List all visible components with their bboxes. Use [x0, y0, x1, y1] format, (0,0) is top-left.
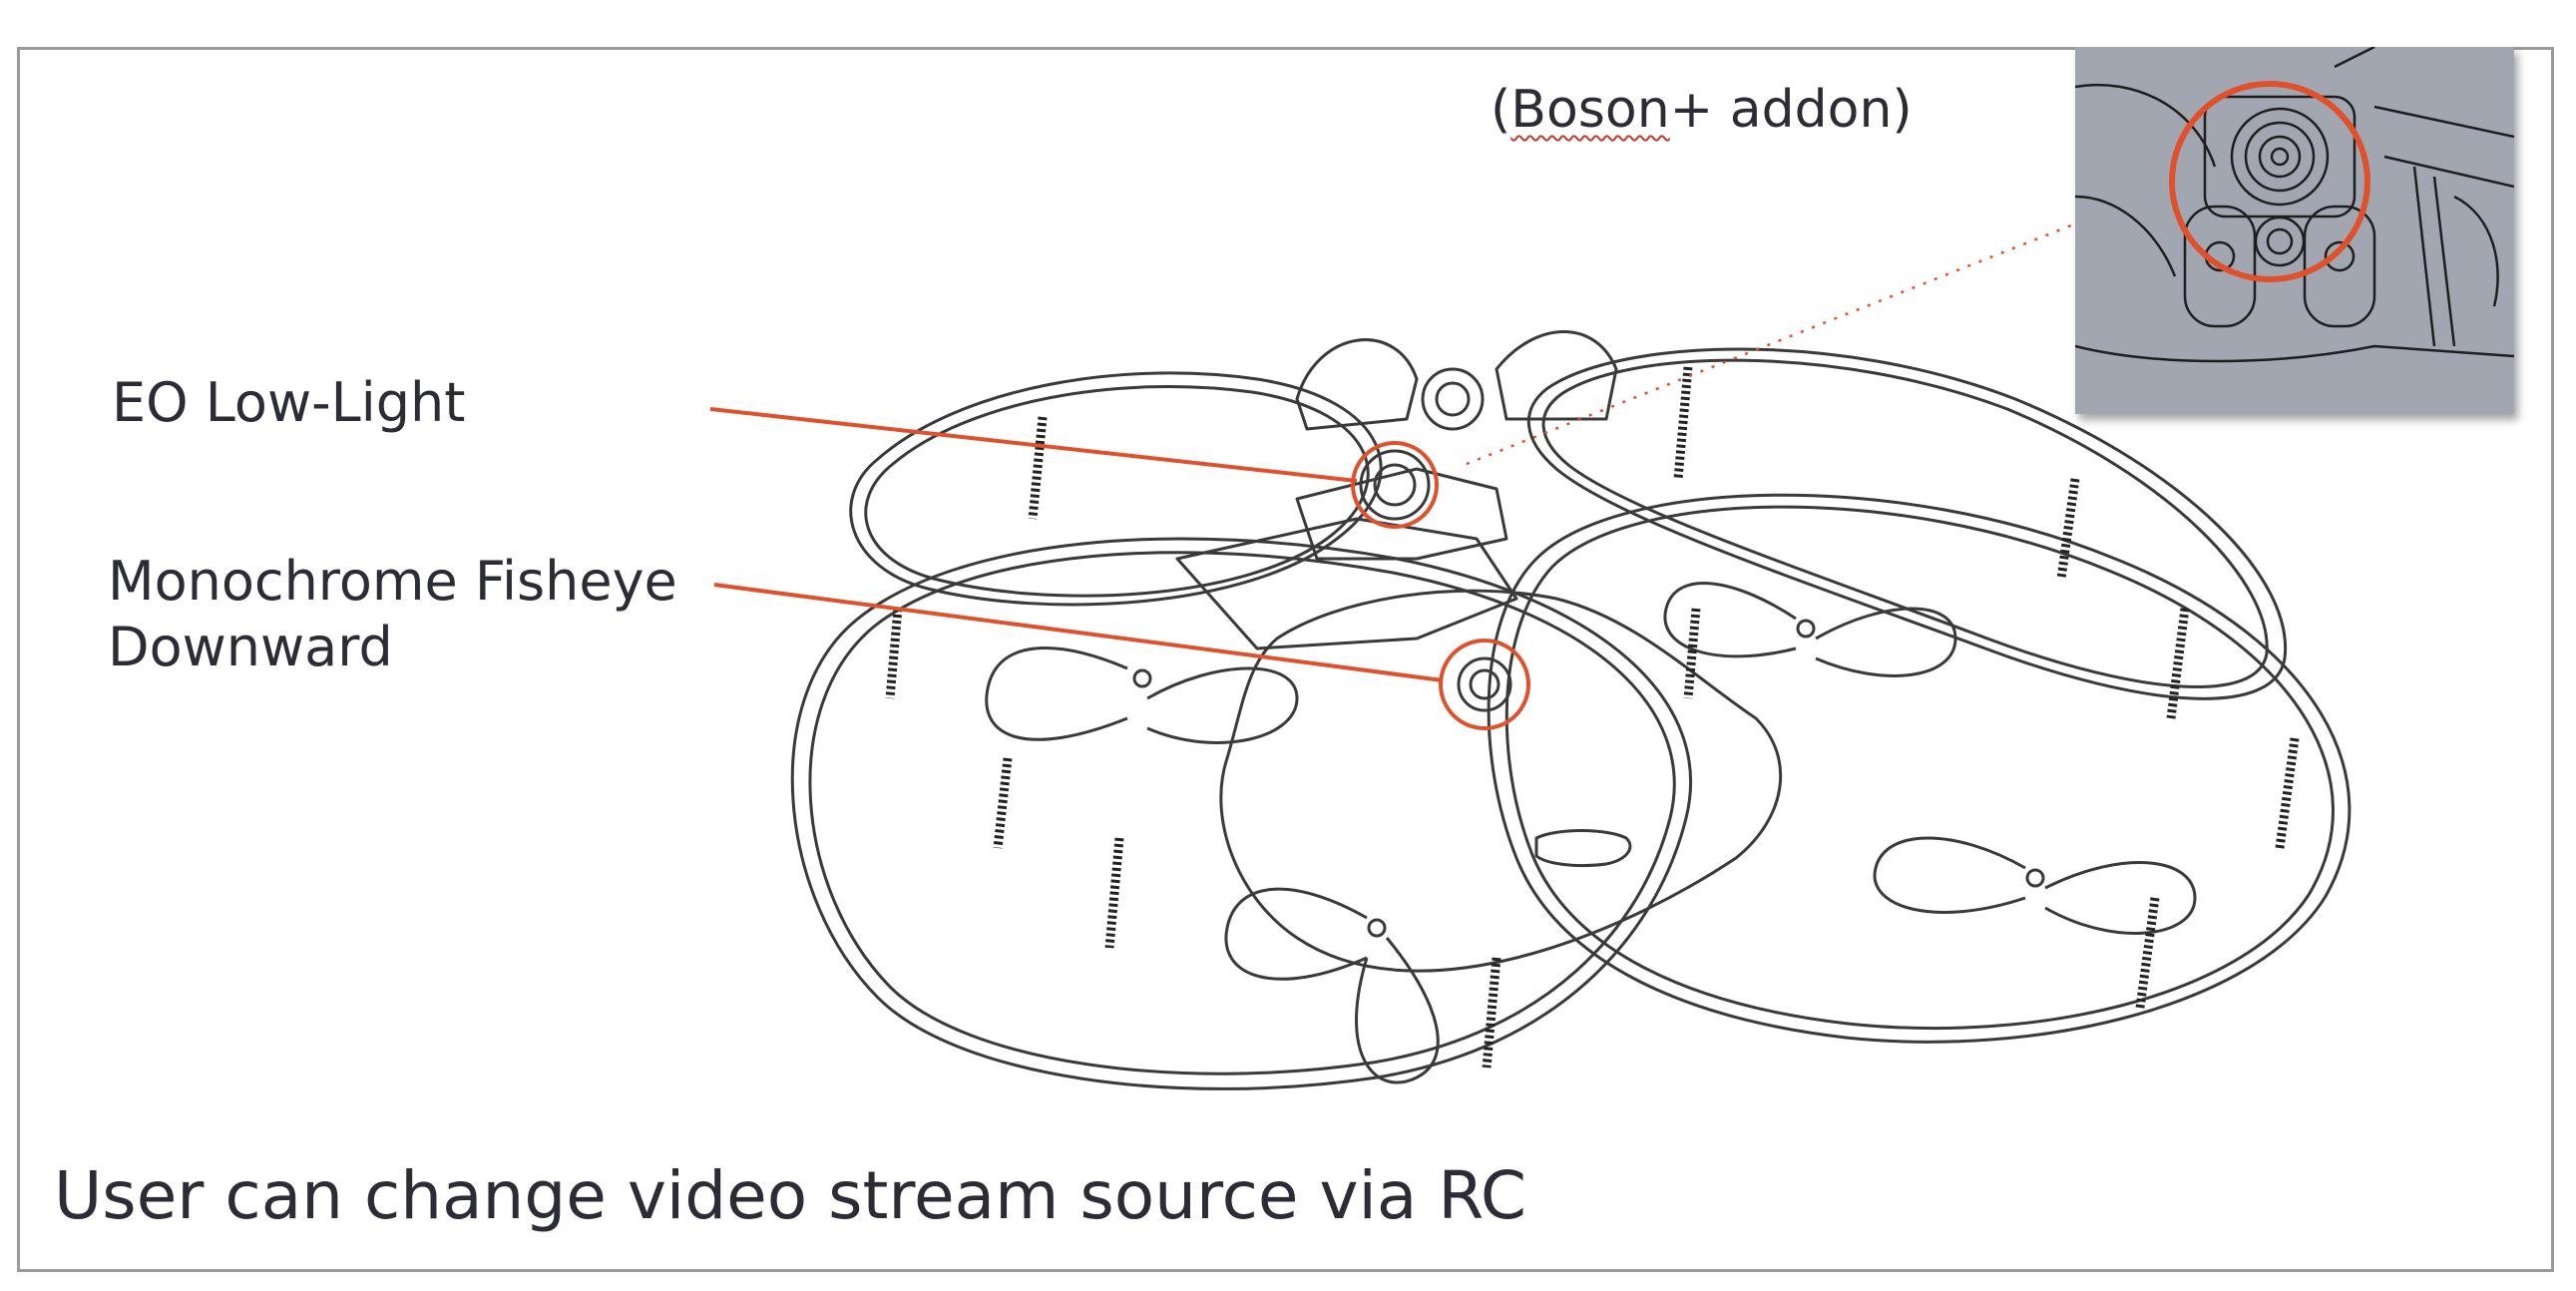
callout-line-mono [713, 583, 1444, 682]
inset-leader [1466, 183, 2176, 466]
label-mono-line2: Downward [108, 616, 393, 678]
label-boson-word: Boson [1510, 80, 1670, 140]
callout-line-eo [709, 407, 1358, 483]
label-boson-open: ( [1491, 80, 1511, 140]
prop-guard-front-right [1487, 493, 2352, 1044]
label-eo-low-light: EO Low-Light [112, 371, 466, 434]
prop-guard-back-right [1526, 347, 2288, 700]
label-boson-rest: + addon) [1669, 80, 1913, 140]
boson-camera-closeup-icon [2075, 47, 2514, 363]
body-plate [1219, 589, 1783, 973]
slide-frame [17, 47, 2554, 1272]
boson-inset [2075, 47, 2514, 414]
label-boson-addon: (Boson+ addon) [1491, 80, 1913, 140]
callout-circle-mono [1439, 639, 1530, 730]
callout-circle-eo [1351, 441, 1439, 529]
prop-guard-front-left [790, 537, 1693, 1090]
label-mono-line1: Monochrome Fisheye [108, 550, 677, 613]
caption: User can change video stream source via … [54, 1157, 1526, 1234]
prop-guard-back-left [849, 371, 1383, 607]
label-monochrome-fisheye: Monochrome Fisheye Downward [108, 549, 677, 680]
callout-circle-boson [2169, 81, 2370, 282]
